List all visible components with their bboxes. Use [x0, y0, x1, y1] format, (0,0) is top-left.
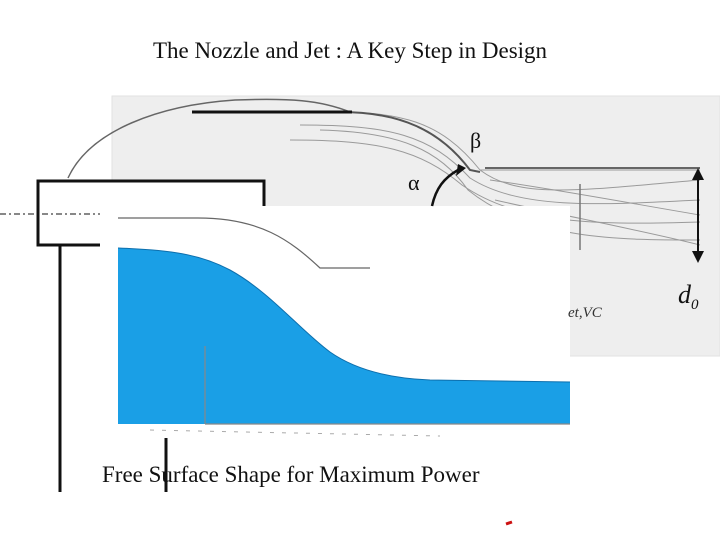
water-jet-shape	[118, 248, 570, 424]
alpha-label: α	[408, 170, 420, 195]
sketch-nozzle-wall	[339, 111, 481, 173]
sketch-streamlines	[289, 111, 701, 246]
d0-subscript: 0	[691, 297, 699, 314]
page-title: The Nozzle and Jet : A Key Step in Desig…	[152, 38, 548, 63]
figure-caption: Free Surface Shape for Maximum Power	[102, 462, 480, 487]
red-marker	[505, 520, 513, 526]
d0-arrowhead-top	[692, 168, 704, 180]
reservoir-arc	[67, 98, 351, 179]
alpha-arrow	[430, 168, 459, 207]
beta-label: β	[470, 128, 482, 153]
d0-arrowhead-bottom	[692, 251, 704, 263]
d0-label: d0	[678, 280, 699, 314]
free-surface-line	[117, 247, 571, 383]
jet-vc-label: et,VC	[568, 305, 602, 321]
alpha-arrowhead	[456, 164, 466, 176]
d0-main: d	[678, 280, 691, 309]
inset-upper-boundary	[118, 217, 370, 269]
inset-dashed-floor	[149, 429, 441, 437]
